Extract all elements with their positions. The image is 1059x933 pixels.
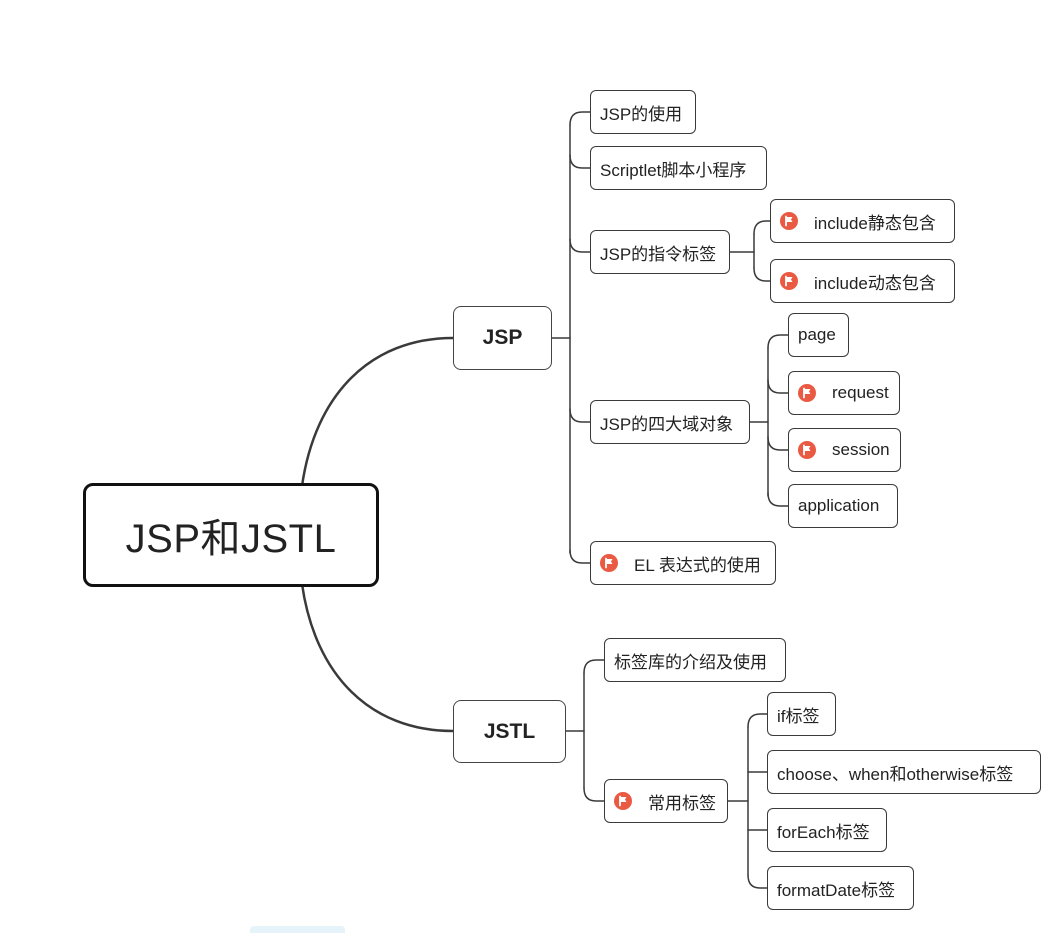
topic-taglib-intro[interactable]: 标签库的介绍及使用 — [604, 638, 786, 682]
branch-jstl-label: JSTL — [483, 719, 536, 743]
branch-jsp-label: JSP — [482, 326, 523, 349]
topic-label: EL 表达式的使用 — [634, 555, 761, 575]
topic-label: application — [798, 496, 880, 515]
topic-jsp-usage[interactable]: JSP的使用 — [590, 90, 696, 134]
decorative-watermark — [250, 926, 345, 933]
topic-label: JSP的使用 — [600, 104, 683, 124]
root-to-jstl-connector — [300, 582, 455, 733]
topic-label: JSP的指令标签 — [600, 244, 717, 264]
topic-common-tags[interactable]: 常用标签 — [604, 779, 728, 823]
branch-jsp[interactable]: JSP — [453, 306, 552, 370]
scope-children-connectors — [749, 334, 789, 507]
topic-label: include静态包含 — [814, 213, 936, 233]
topic-scope-session[interactable]: session — [788, 428, 901, 472]
topic-label: forEach标签 — [777, 822, 870, 842]
topic-choose-when-otherwise-tag[interactable]: choose、when和otherwise标签 — [767, 750, 1041, 794]
topic-label: formatDate标签 — [777, 880, 896, 900]
common-tags-children-connectors — [727, 713, 768, 889]
topic-if-tag[interactable]: if标签 — [767, 692, 836, 736]
jsp-children-connectors — [551, 111, 591, 564]
topic-label: include动态包含 — [814, 273, 936, 293]
branch-jstl[interactable]: JSTL — [453, 700, 566, 763]
topic-label: 常用标签 — [648, 793, 716, 813]
topic-jsp-directive-tags[interactable]: JSP的指令标签 — [590, 230, 730, 274]
root-topic-label: JSP和JSTL — [125, 517, 337, 561]
topic-label: 标签库的介绍及使用 — [614, 652, 767, 672]
flag-icon — [798, 384, 816, 402]
topic-scope-application[interactable]: application — [788, 484, 898, 528]
topic-scope-request[interactable]: request — [788, 371, 900, 415]
topic-label: session — [832, 440, 890, 459]
topic-include-static[interactable]: include静态包含 — [770, 199, 955, 243]
directive-children-connectors — [729, 220, 771, 282]
root-to-jsp-connector — [300, 336, 455, 488]
topic-jsp-scope-objects[interactable]: JSP的四大域对象 — [590, 400, 750, 444]
flag-icon — [798, 441, 816, 459]
jstl-children-connectors — [565, 659, 605, 802]
topic-label: Scriptlet脚本小程序 — [600, 160, 747, 180]
topic-label: JSP的四大域对象 — [600, 414, 734, 434]
topic-el-expression[interactable]: EL 表达式的使用 — [590, 541, 776, 585]
topic-include-dynamic[interactable]: include动态包含 — [770, 259, 955, 303]
topic-label: choose、when和otherwise标签 — [777, 764, 1014, 784]
root-topic[interactable]: JSP和JSTL — [83, 483, 379, 587]
topic-label: request — [832, 383, 889, 402]
flag-icon — [600, 554, 618, 572]
flag-icon — [614, 792, 632, 810]
flag-icon — [780, 212, 798, 230]
topic-scope-page[interactable]: page — [788, 313, 849, 357]
topic-label: page — [798, 325, 836, 344]
topic-formatdate-tag[interactable]: formatDate标签 — [767, 866, 914, 910]
flag-icon — [780, 272, 798, 290]
topic-scriptlet[interactable]: Scriptlet脚本小程序 — [590, 146, 767, 190]
topic-foreach-tag[interactable]: forEach标签 — [767, 808, 887, 852]
topic-label: if标签 — [777, 706, 820, 726]
